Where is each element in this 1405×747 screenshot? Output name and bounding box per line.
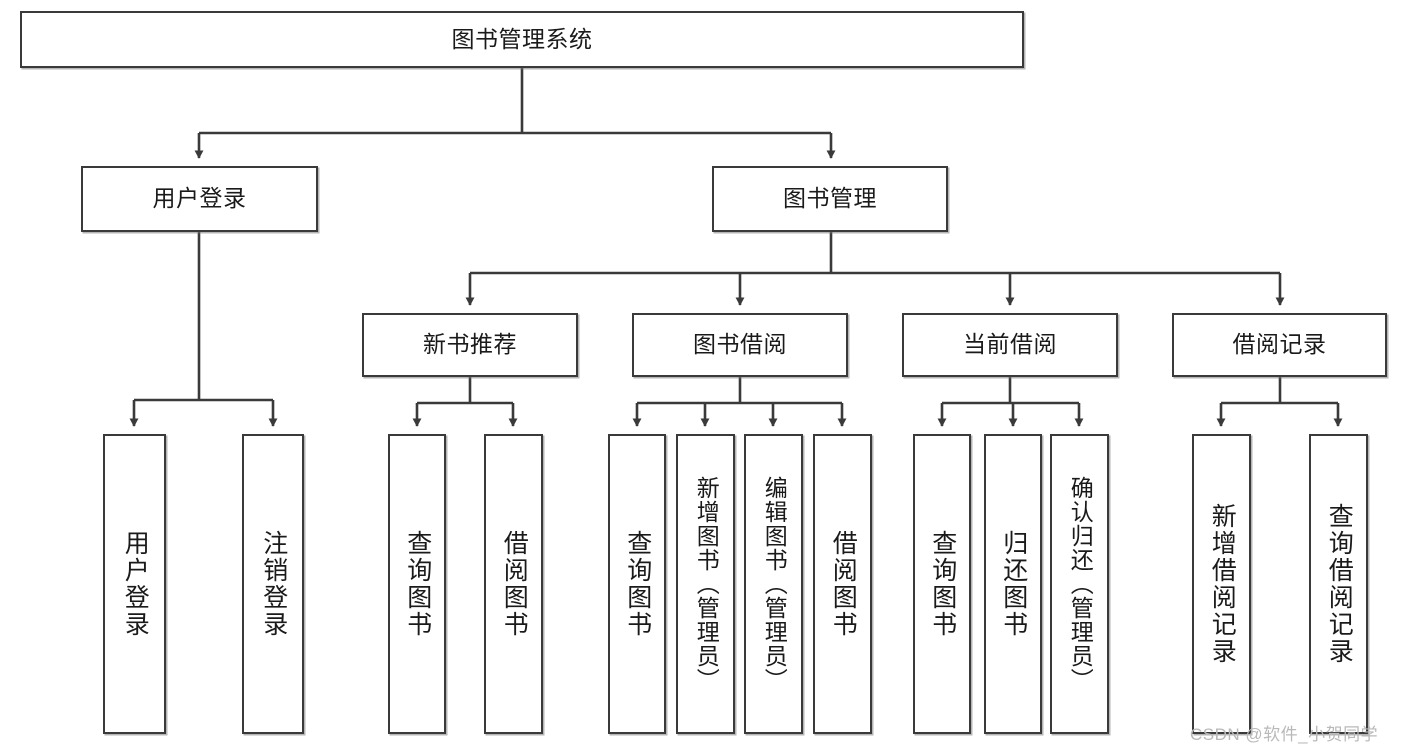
node-leaf-query-book-2-label: 查询图书 — [623, 530, 652, 638]
node-leaf-return-book-label: 归还图书 — [999, 530, 1028, 638]
node-borrow-record[interactable]: 借阅记录 — [1172, 313, 1387, 377]
node-leaf-query-book-3-label: 查询图书 — [928, 530, 957, 638]
node-leaf-borrow-book-2-label: 借阅图书 — [829, 530, 858, 638]
node-leaf-query-book-3[interactable]: 查询图书 — [913, 434, 971, 734]
node-leaf-confirm-return-admin-label: 确认归还（管理员） — [1067, 476, 1094, 692]
node-book-management-label: 图书管理 — [783, 185, 877, 212]
node-leaf-borrow-book-2[interactable]: 借阅图书 — [813, 434, 872, 734]
node-leaf-query-book-1-label: 查询图书 — [403, 530, 432, 638]
watermark-text: CSDN @软件_小贺同学 — [1190, 725, 1379, 744]
node-leaf-query-borrow-record-label: 查询借阅记录 — [1325, 503, 1354, 665]
node-new-book-recommend[interactable]: 新书推荐 — [362, 313, 578, 377]
node-user-login-label: 用户登录 — [152, 185, 247, 212]
node-leaf-add-borrow-record-label: 新增借阅记录 — [1208, 503, 1237, 665]
node-current-borrow-label: 当前借阅 — [963, 331, 1057, 358]
node-leaf-query-borrow-record[interactable]: 查询借阅记录 — [1309, 434, 1368, 734]
node-book-management[interactable]: 图书管理 — [712, 166, 948, 232]
node-leaf-add-book-admin[interactable]: 新增图书（管理员） — [676, 434, 735, 734]
node-leaf-user-login-label: 用户登录 — [121, 530, 150, 638]
node-borrow-record-label: 借阅记录 — [1232, 331, 1327, 358]
node-leaf-borrow-book-1[interactable]: 借阅图书 — [484, 434, 543, 734]
node-leaf-add-book-admin-label: 新增图书（管理员） — [693, 476, 720, 692]
node-leaf-confirm-return-admin[interactable]: 确认归还（管理员） — [1050, 434, 1109, 734]
node-leaf-return-book[interactable]: 归还图书 — [984, 434, 1042, 734]
node-leaf-logout-login-label: 注销登录 — [259, 530, 288, 638]
node-book-borrow[interactable]: 图书借阅 — [632, 313, 848, 377]
node-user-login[interactable]: 用户登录 — [81, 166, 318, 232]
node-leaf-logout-login[interactable]: 注销登录 — [242, 434, 304, 734]
node-root-label: 图书管理系统 — [451, 25, 593, 52]
node-current-borrow[interactable]: 当前借阅 — [902, 313, 1118, 377]
node-leaf-edit-book-admin[interactable]: 编辑图书（管理员） — [744, 434, 803, 734]
node-leaf-add-borrow-record[interactable]: 新增借阅记录 — [1192, 434, 1251, 734]
node-leaf-query-book-1[interactable]: 查询图书 — [388, 434, 446, 734]
node-leaf-borrow-book-1-label: 借阅图书 — [500, 530, 529, 638]
node-leaf-query-book-2[interactable]: 查询图书 — [608, 434, 666, 734]
node-book-borrow-label: 图书借阅 — [693, 331, 787, 358]
node-leaf-user-login[interactable]: 用户登录 — [103, 434, 166, 734]
node-new-book-recommend-label: 新书推荐 — [423, 331, 517, 358]
node-leaf-edit-book-admin-label: 编辑图书（管理员） — [761, 476, 788, 692]
node-root[interactable]: 图书管理系统 — [20, 11, 1024, 68]
